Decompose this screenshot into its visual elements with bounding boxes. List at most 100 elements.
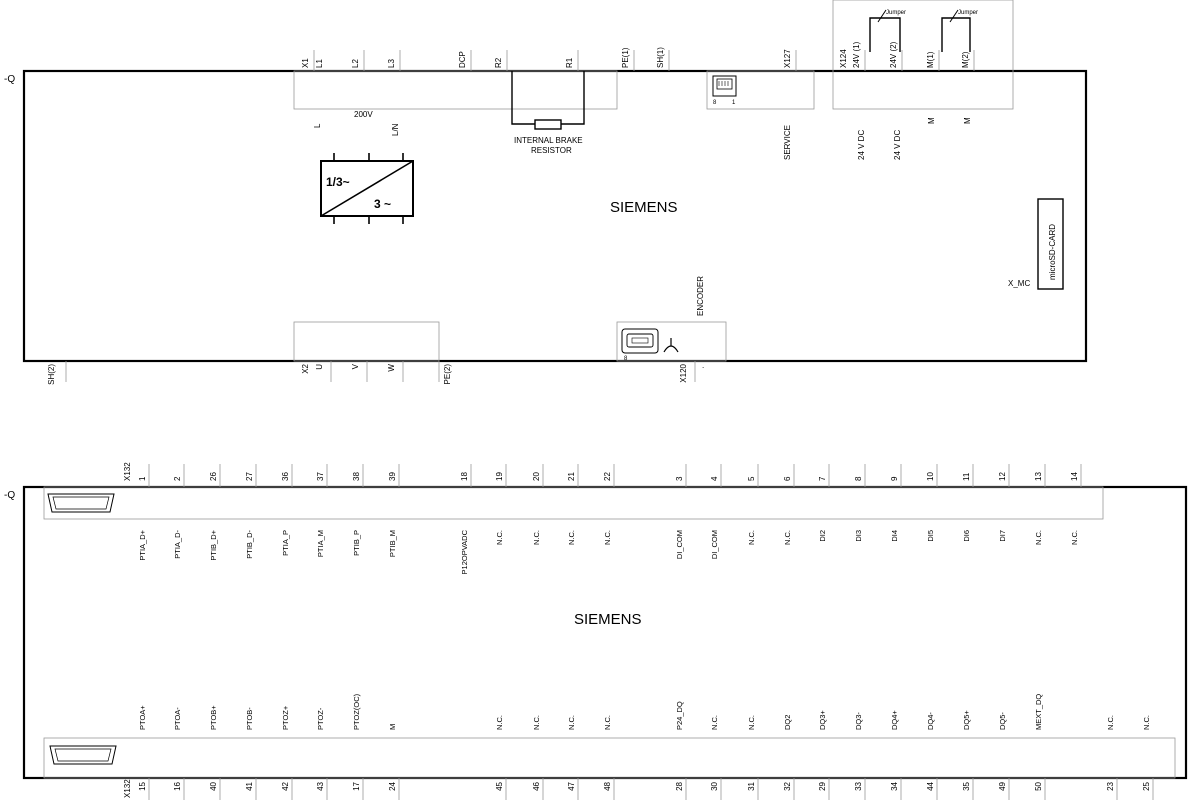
x132-bottom-signal-30: N.C.: [710, 715, 719, 730]
terminal-label-u: U: [315, 364, 324, 370]
x132-bottom-pins: PTOA+15PTOA-16PTOB+40PTOB-41PTOZ+42PTOZ-…: [138, 693, 1154, 800]
terminal-label-m2: M(2): [961, 51, 970, 68]
x132-bottom-signal-46: N.C.: [532, 715, 541, 730]
encoder-port-box: [616, 321, 727, 362]
brake-resistor-label-1: INTERNAL BRAKE: [514, 136, 583, 145]
q1-housing: [22, 69, 1088, 363]
mains-terminal-strip: [293, 70, 618, 110]
x132-top-pin-19: 19: [495, 472, 504, 481]
microsd-comma: ,: [1047, 288, 1056, 290]
x132-top-pin-21: 21: [567, 472, 576, 481]
x132-bottom-signal-23: N.C.: [1106, 715, 1115, 730]
x132-top-signal-14: N.C.: [1070, 530, 1079, 545]
x132-bottom-pin-31: 31: [747, 781, 756, 790]
terminal-label-l1: L1: [315, 59, 324, 68]
terminal-label-r1: R1: [565, 57, 574, 68]
x132-bottom-pin-48: 48: [603, 781, 612, 790]
x132-bottom-signal-17: PTOZ(OC): [352, 693, 361, 730]
internal-brake-resistor: [511, 71, 585, 130]
x132-bottom-pin-35: 35: [962, 781, 971, 790]
x132-top-signal-7: DI2: [818, 530, 827, 542]
x132-bottom-signal-43: PTOZ-: [316, 707, 325, 730]
x132-bottom-pin-41: 41: [245, 781, 254, 790]
x132-top-pin-13: 13: [1034, 472, 1043, 481]
x132-bottom-pin-45: 45: [495, 781, 504, 790]
terminal-label-pe1: PE(1): [621, 47, 630, 68]
x132-top-signal-22: N.C.: [603, 530, 612, 545]
x124-terminal-block: [832, 0, 1014, 110]
db50-bottom-connector-icon: [49, 745, 117, 765]
x132-bottom-signal-48: N.C.: [603, 715, 612, 730]
x132-bottom-pin-46: 46: [532, 781, 541, 790]
encoder-connector-icon: [621, 328, 679, 354]
x132-top-pin-20: 20: [532, 472, 541, 481]
x132-top-signal-8: DI3: [854, 530, 863, 542]
label-m-2: M: [963, 117, 972, 124]
x132-bottom-signal-41: PTOB-: [245, 707, 254, 730]
db50-top-connector-icon: [47, 493, 115, 513]
x132-top-connector-strip: [43, 486, 1104, 520]
label-l: L: [313, 123, 322, 128]
terminal-label-dcp: DCP: [458, 51, 467, 68]
microsd-label: microSD-CARD: [1048, 224, 1057, 280]
x132-top-pin-39: 39: [388, 472, 397, 481]
x132-top-label: X132: [123, 462, 132, 481]
x132-top-signal-12: DI7: [998, 530, 1007, 542]
q1-device-tag: -Q: [4, 74, 15, 85]
x132-top-pin-26: 26: [209, 472, 218, 481]
x132-bottom-pin-42: 42: [281, 781, 290, 790]
x132-top-pin-7: 7: [818, 476, 827, 481]
x132-top-pin-2: 2: [173, 476, 182, 481]
x132-bottom-pin-25: 25: [1142, 781, 1151, 790]
drive-q2: -Q X132 X132 SIEMENS 1PTIA_D+2PTIA_D-26P…: [4, 462, 1188, 800]
x132-top-signal-3: DI_COM: [675, 530, 684, 559]
x132-bottom-pin-24: 24: [388, 781, 397, 790]
microsd-slot: [1037, 198, 1064, 290]
terminal-label-v: V: [351, 363, 360, 369]
terminal-label-pe2: PE(2): [443, 364, 452, 385]
x132-bottom-pin-29: 29: [818, 781, 827, 790]
encoder-dot: .: [702, 361, 704, 370]
terminal-label-x120: X120: [679, 363, 688, 382]
x132-bottom-pin-44: 44: [926, 781, 935, 790]
terminal-label-l2: L2: [351, 59, 360, 68]
label-ln: L/N: [391, 123, 400, 136]
x132-bottom-signal-15: PTOA+: [138, 705, 147, 730]
encoder-label: ENCODER: [696, 276, 705, 316]
x132-bottom-pin-40: 40: [209, 781, 218, 790]
x132-bottom-signal-33: DQ3-: [854, 712, 863, 730]
x132-bottom-pin-28: 28: [675, 781, 684, 790]
x132-bottom-signal-49: DQ5-: [998, 712, 1007, 730]
x132-bottom-pin-17: 17: [352, 781, 361, 790]
jumper-m: [941, 9, 971, 52]
x132-top-pin-10: 10: [926, 472, 935, 481]
x132-top-pin-38: 38: [352, 472, 361, 481]
x132-top-signal-18: P12OPVADC: [460, 529, 469, 574]
jumper-24v: [869, 9, 901, 52]
x132-top-pin-36: 36: [281, 472, 290, 481]
x132-top-signal-4: DI_COM: [710, 530, 719, 559]
x132-top-pins: 1PTIA_D+2PTIA_D-26PTIB_D+27PTIB_D-36PTIA…: [138, 464, 1082, 574]
x132-top-pin-6: 6: [783, 476, 792, 481]
terminal-label-sh1: SH(1): [656, 47, 665, 68]
x132-top-signal-27: PTIB_D-: [245, 530, 254, 559]
encoder-pin-8: 8: [624, 356, 628, 362]
x132-bottom-pin-32: 32: [783, 781, 792, 790]
x132-top-pin-3: 3: [675, 476, 684, 481]
rj45-pin-1: 1: [732, 100, 736, 106]
x132-top-signal-11: DI6: [962, 530, 971, 542]
label-200v: 200V: [354, 110, 373, 119]
x132-bottom-signal-40: PTOB+: [209, 705, 218, 730]
label-24vdc-1: 24 V DC: [857, 130, 866, 160]
terminal-label-v24_2: 24V (2): [889, 41, 898, 68]
x132-bottom-signal-44: DQ4-: [926, 712, 935, 730]
x132-bottom-signal-34: DQ4+: [890, 710, 899, 730]
x132-top-signal-39: PTIB_M: [388, 530, 397, 557]
x132-top-signal-2: PTIA_D-: [173, 530, 182, 559]
x132-top-pin-1: 1: [138, 476, 147, 481]
terminal-label-x124: X124: [839, 49, 848, 68]
label-service: SERVICE: [783, 125, 792, 160]
x132-bottom-pin-33: 33: [854, 781, 863, 790]
